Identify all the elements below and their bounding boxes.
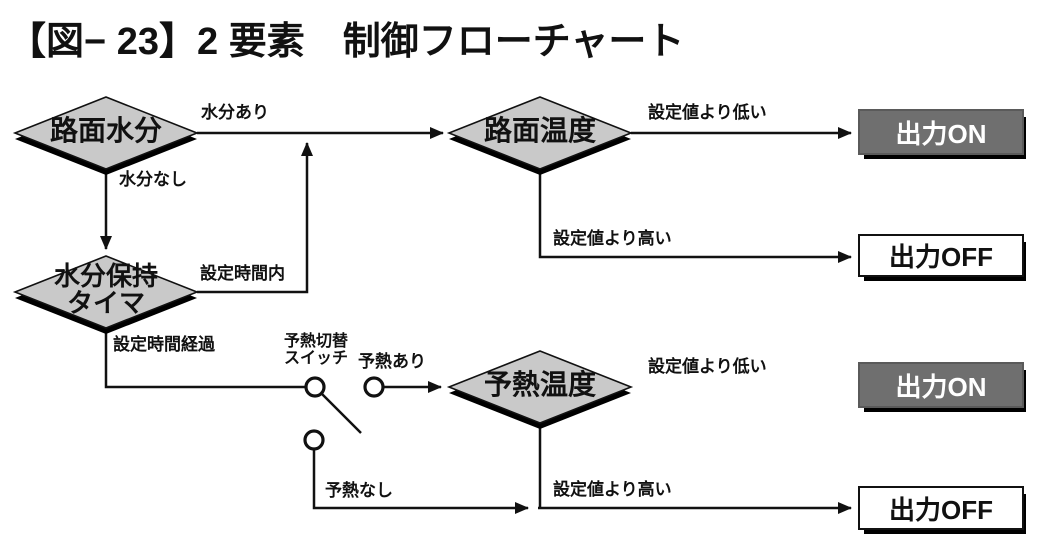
output-off-top-box: 出力OFF [858, 234, 1024, 277]
switch-label: 予熱切替 スイッチ [266, 333, 366, 368]
switch-label-line2: スイッチ [283, 349, 348, 367]
edge-label-within-set-time: 設定時間内 [200, 264, 285, 283]
switch-preheat-yes-contact [363, 376, 385, 398]
decision-road-temp-face [446, 96, 634, 170]
decision-moisture-timer-face [12, 255, 200, 329]
edge-label-preheat-no: 予熱なし [325, 481, 393, 500]
switch-label-line1: 予熱切替 [283, 333, 348, 350]
edge-set-time-elapsed-line [104, 328, 305, 389]
decision-moisture-timer [12, 255, 200, 334]
edge-label-moisture-no: 水分なし [119, 170, 187, 189]
edge-preheat-no-line [312, 450, 529, 514]
switch-blade [321, 393, 362, 434]
switch-preheat-no-contact [303, 429, 325, 451]
edge-label-preheat-yes: 予熱あり [358, 352, 426, 371]
decision-preheat-temp-face [446, 350, 634, 424]
decision-road-moisture [12, 96, 200, 175]
output-on-top-box: 出力ON [858, 109, 1024, 155]
decision-preheat-temp [446, 350, 634, 429]
edge-label-above-set-bottom: 設定値より高い [553, 480, 672, 499]
decision-road-moisture-face [12, 96, 200, 170]
edge-label-moisture-yes: 水分あり [201, 103, 269, 122]
edge-label-above-set-top: 設定値より高い [553, 229, 672, 248]
output-on-bottom-box: 出力ON [858, 362, 1024, 408]
edge-label-below-set-top: 設定値より低い [648, 103, 767, 122]
edge-within-set-time-line [197, 142, 313, 294]
decision-road-temp [446, 96, 634, 175]
switch-common-contact [304, 376, 326, 398]
edge-above-set-top-line [538, 169, 852, 263]
edge-label-below-set-bottom: 設定値より低い [648, 357, 767, 376]
output-off-bottom-box: 出力OFF [858, 486, 1024, 530]
figure-title: 【図− 23】2 要素 制御フローチャート [8, 21, 685, 63]
edge-label-set-time-elapsed: 設定時間経過 [113, 335, 215, 354]
